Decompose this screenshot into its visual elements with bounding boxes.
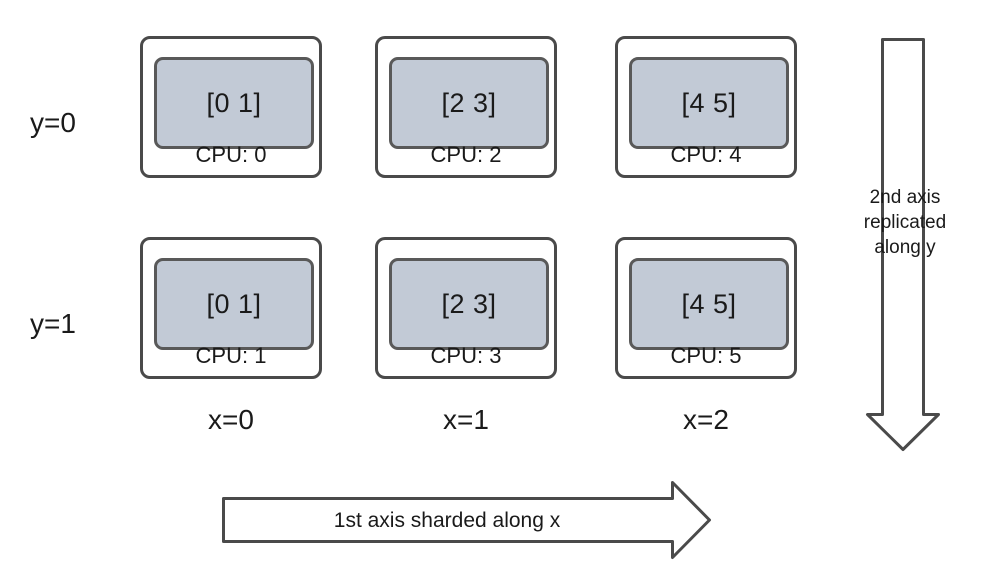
cpu-label: CPU: 5 xyxy=(670,343,742,368)
horizontal-arrow-right-icon xyxy=(222,481,711,559)
cpu-label: CPU: 3 xyxy=(430,343,502,368)
shard-label: [0 1] xyxy=(206,87,262,118)
vertical-arrow-down-icon xyxy=(866,38,940,451)
device-card[interactable]: [0 1] CPU: 1 xyxy=(140,237,322,379)
vertical-arrow-caption: 2nd axis replicated along y xyxy=(863,187,947,258)
device-card[interactable]: [4 5] CPU: 4 xyxy=(615,36,797,178)
shard-box: [0 1] xyxy=(154,57,314,149)
cpu-label: CPU: 0 xyxy=(195,142,267,167)
row-label-y1: y=1 xyxy=(30,308,76,339)
cpu-label: CPU: 2 xyxy=(430,142,502,167)
col-label-x1: x=1 xyxy=(443,404,489,435)
vertical-arrow-path xyxy=(866,38,940,451)
shard-box: [0 1] xyxy=(154,258,314,350)
device-card[interactable]: [4 5] CPU: 5 xyxy=(615,237,797,379)
col-label-x2: x=2 xyxy=(683,404,729,435)
shard-box: [4 5] xyxy=(629,57,789,149)
shard-label: [4 5] xyxy=(681,87,737,118)
shard-label: [2 3] xyxy=(441,288,497,319)
device-card[interactable]: [0 1] CPU: 0 xyxy=(140,36,322,178)
shard-label: [2 3] xyxy=(441,87,497,118)
shard-box: [2 3] xyxy=(389,57,549,149)
shard-label: [4 5] xyxy=(681,288,737,319)
shard-box: [2 3] xyxy=(389,258,549,350)
horizontal-arrow-path xyxy=(222,481,711,559)
col-label-x0: x=0 xyxy=(208,404,254,435)
device-card[interactable]: [2 3] CPU: 3 xyxy=(375,237,557,379)
shard-box: [4 5] xyxy=(629,258,789,350)
device-card[interactable]: [2 3] CPU: 2 xyxy=(375,36,557,178)
row-label-y0: y=0 xyxy=(30,107,76,138)
cpu-label: CPU: 1 xyxy=(195,343,267,368)
shard-label: [0 1] xyxy=(206,288,262,319)
cpu-label: CPU: 4 xyxy=(670,142,742,167)
horizontal-arrow-caption: 1st axis sharded along x xyxy=(333,509,561,532)
